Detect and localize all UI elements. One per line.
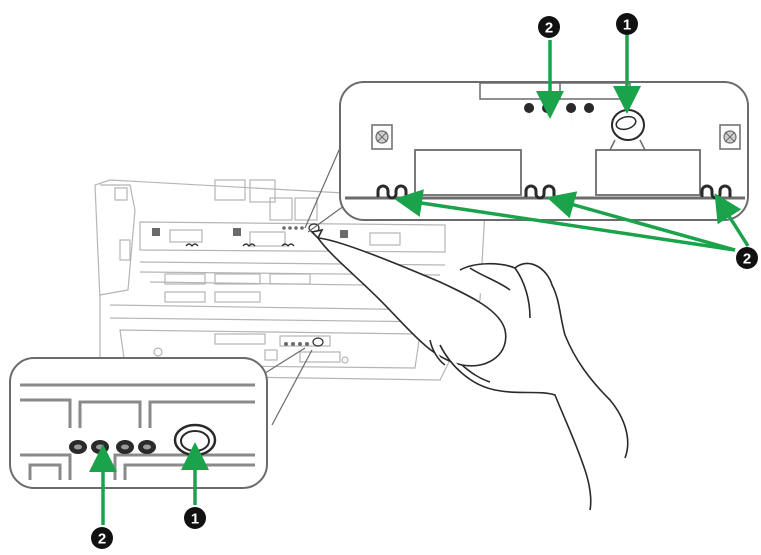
callout-badge: 2 xyxy=(91,527,113,549)
screw-icon xyxy=(719,124,741,150)
scanner-body xyxy=(94,179,486,381)
glass-window xyxy=(595,149,701,196)
scanner-mini-sensors xyxy=(152,226,348,346)
callout-badge: 2 xyxy=(736,247,758,269)
lens-sensor xyxy=(173,423,217,457)
hand-with-blower xyxy=(310,228,629,511)
top-zoom-inset xyxy=(304,81,749,233)
bottom-zoom-inset xyxy=(9,347,313,489)
lens-sensor xyxy=(609,109,646,151)
svg-text:2: 2 xyxy=(98,531,106,548)
glass-window xyxy=(414,149,522,196)
svg-text:2: 2 xyxy=(545,20,553,37)
svg-text:2: 2 xyxy=(743,251,751,268)
callout-badge: 1 xyxy=(184,507,206,529)
svg-text:1: 1 xyxy=(191,511,199,528)
svg-text:1: 1 xyxy=(623,17,631,34)
callout-badge: 1 xyxy=(616,13,638,35)
scanner-mini-lens xyxy=(185,223,324,347)
indicator-arrows xyxy=(89,35,750,525)
callout-badge: 2 xyxy=(538,16,560,38)
screw-icon xyxy=(371,124,393,150)
